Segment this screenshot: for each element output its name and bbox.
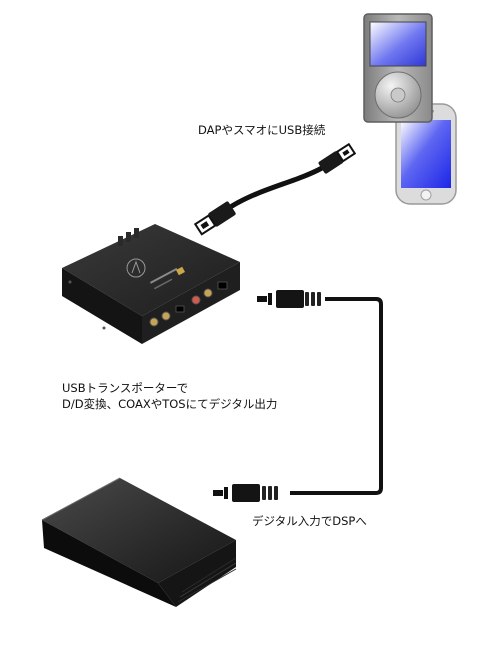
dap-player-icon xyxy=(363,13,433,123)
coax-plug-upper xyxy=(257,290,321,308)
digital-cable xyxy=(290,297,383,495)
transporter-description: USBトランスポーターで D/D変換、COAXやTOSにてデジタル出力 xyxy=(62,381,277,413)
smartphone-icon xyxy=(395,103,457,205)
usb-cable xyxy=(193,142,357,236)
dsp-device xyxy=(41,477,237,607)
transporter-line-2: D/D変換、COAXやTOSにてデジタル出力 xyxy=(62,397,278,411)
dsp-input-label: デジタル入力でDSPへ xyxy=(252,514,367,528)
usb-connection-label: DAPやスマオにUSB接続 xyxy=(198,123,326,137)
coax-plug-lower xyxy=(213,484,278,502)
usb-transporter-device xyxy=(62,224,240,344)
transporter-line-1: USBトランスポーターで xyxy=(62,381,189,395)
